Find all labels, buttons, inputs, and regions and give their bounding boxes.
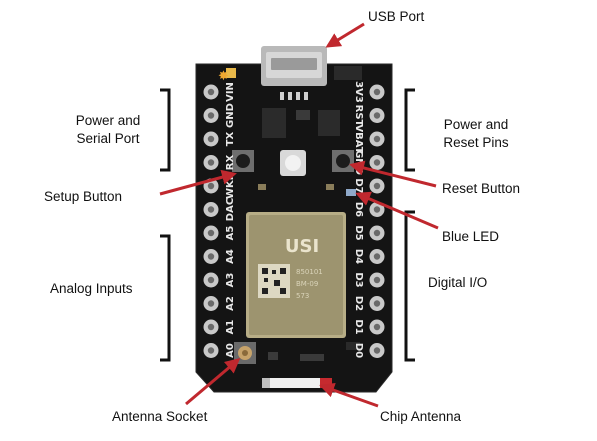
pin-hole bbox=[207, 112, 215, 119]
pin-label-a2: A2 bbox=[225, 296, 236, 311]
pin-label-d3: D3 bbox=[353, 272, 364, 287]
pin-hole bbox=[373, 300, 381, 307]
blue-led-graphic bbox=[346, 189, 356, 196]
pin-hole bbox=[207, 253, 215, 260]
pin-label-d5: D5 bbox=[353, 225, 364, 240]
pin-hole bbox=[373, 112, 381, 119]
pin-label-d2: D2 bbox=[353, 296, 364, 311]
pin-label-wkp: WKP bbox=[225, 173, 236, 199]
pin-hole bbox=[373, 347, 381, 354]
pin-hole bbox=[373, 253, 381, 260]
pin-hole bbox=[207, 88, 215, 96]
pin-hole bbox=[373, 206, 381, 213]
bracket-power-reset bbox=[404, 88, 415, 172]
pin-label-d1: D1 bbox=[353, 319, 364, 334]
pin-label-d7: D7 bbox=[353, 178, 364, 193]
pin-hole bbox=[373, 88, 381, 96]
pin-label-3v3: 3V3 bbox=[353, 81, 364, 103]
pin-hole bbox=[373, 135, 381, 143]
pin-label-gnd: GND bbox=[225, 103, 236, 128]
pin-label-rx: RX bbox=[225, 155, 236, 171]
module-line3: 573 bbox=[296, 292, 309, 300]
pin-label-d4: D4 bbox=[353, 249, 364, 264]
label-power-serial-line1: Power and bbox=[75, 113, 141, 128]
pin-hole bbox=[373, 229, 381, 237]
label-setup-button: Setup Button bbox=[44, 189, 123, 204]
usb-connector bbox=[261, 46, 327, 100]
label-power-reset-line2: Reset Pins bbox=[443, 135, 509, 150]
pin-hole bbox=[207, 323, 215, 331]
pin-label-rst: RST bbox=[353, 105, 364, 127]
pin-hole bbox=[207, 135, 215, 143]
module-line2: BM-09 bbox=[296, 280, 318, 288]
top-components bbox=[226, 66, 362, 190]
pin-hole bbox=[207, 276, 215, 284]
pin-hole bbox=[373, 159, 381, 166]
pin-hole bbox=[207, 182, 215, 190]
label-power-serial: Power and Serial Port bbox=[60, 112, 156, 148]
pin-label-d0: D0 bbox=[353, 343, 364, 358]
module-line1: 850101 bbox=[296, 268, 323, 276]
arrow-usb-port bbox=[325, 22, 365, 48]
pin-label-a0: A0 bbox=[225, 343, 236, 358]
pin-hole bbox=[207, 229, 215, 237]
pin-label-a3: A3 bbox=[225, 273, 236, 288]
pin-hole bbox=[373, 182, 381, 190]
label-reset-button: Reset Button bbox=[442, 181, 521, 196]
pin-hole bbox=[373, 323, 381, 331]
pin-label-gnd: GND bbox=[353, 150, 364, 175]
arrow-antenna-socket bbox=[185, 358, 241, 406]
arrow-blue-led bbox=[355, 191, 439, 230]
label-power-reset-line1: Power and bbox=[443, 117, 509, 132]
rgb-led-graphic bbox=[280, 150, 306, 176]
module-brand: USI bbox=[285, 236, 319, 257]
label-power-serial-line2: Serial Port bbox=[76, 131, 140, 146]
pin-hole bbox=[207, 300, 215, 307]
pin-label-dac: DAC bbox=[225, 198, 236, 221]
pin-label-vin: VIN bbox=[225, 82, 236, 102]
arrow-chip-antenna bbox=[319, 382, 379, 408]
wifi-module: USI 850101 BM-09 573 bbox=[246, 212, 346, 338]
chip-antenna-graphic bbox=[262, 378, 332, 388]
label-chip-antenna: Chip Antenna bbox=[380, 409, 462, 424]
label-usb-port: USB Port bbox=[368, 9, 425, 24]
arrow-reset-button bbox=[349, 160, 437, 188]
bracket-power-serial bbox=[160, 88, 171, 172]
pin-hole bbox=[207, 159, 215, 166]
star-icon: ✸ bbox=[218, 69, 229, 84]
pin-hole bbox=[373, 276, 381, 284]
arrow-setup-button bbox=[159, 169, 237, 196]
bottom-components bbox=[268, 342, 360, 361]
pin-label-vbat: VBAT bbox=[353, 124, 364, 153]
label-blue-led: Blue LED bbox=[442, 229, 500, 244]
label-antenna-socket: Antenna Socket bbox=[112, 409, 208, 424]
label-digital-io: Digital I/O bbox=[428, 275, 488, 290]
pin-label-a1: A1 bbox=[225, 320, 236, 335]
pin-label-a5: A5 bbox=[225, 226, 236, 241]
pin-hole bbox=[207, 347, 215, 354]
bracket-analog-inputs bbox=[160, 234, 171, 362]
pin-label-d6: D6 bbox=[353, 202, 364, 217]
pin-label-a4: A4 bbox=[225, 249, 236, 264]
bracket-digital-io bbox=[404, 210, 415, 362]
label-analog-inputs: Analog Inputs bbox=[50, 281, 133, 296]
pin-hole bbox=[207, 206, 215, 213]
reset-button-graphic bbox=[332, 150, 354, 172]
label-power-reset: Power and Reset Pins bbox=[426, 116, 526, 152]
pin-label-tx: TX bbox=[225, 131, 236, 146]
setup-button-graphic bbox=[232, 150, 254, 172]
